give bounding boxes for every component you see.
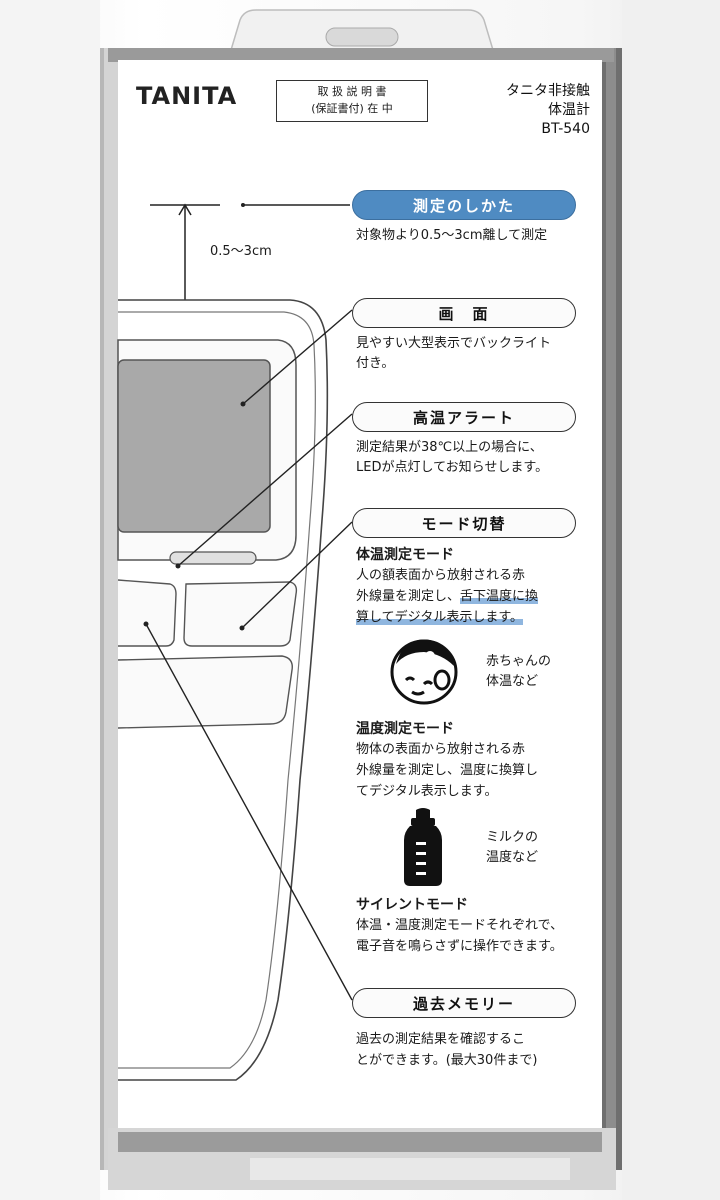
body-mode-text-3a: 算してデジタル表示します。 [356, 610, 524, 625]
baby-caption-1: 赤ちゃんの [486, 654, 552, 669]
body-mode-text-2: 外線量を測定し、舌下温度に換 [356, 587, 539, 607]
model-number: BT-540 [541, 121, 590, 137]
alert-heading: 高温アラート [352, 402, 576, 432]
measure-text: 対象物より0.5～3cm離して測定 [356, 228, 548, 243]
product-name: タニタ非接触 体温計 BT-540 [440, 82, 590, 139]
memory-heading: 過去メモリー [352, 988, 576, 1018]
temp-mode-title: 温度測定モード [356, 721, 454, 737]
body-mode-text-2a: 外線量を測定し、 [356, 589, 461, 604]
silent-mode-text-1: 体温・温度測定モードそれぞれで、 [356, 918, 564, 933]
device-lcd [117, 359, 271, 533]
temp-mode-text-3: てデジタル表示します。 [356, 784, 498, 799]
body-mode-text-1: 人の額表面から放射される赤 [356, 568, 526, 583]
baby-face-icon [390, 639, 458, 705]
body-mode-title: 体温測定モード [356, 547, 454, 563]
brand-logo: TANITA [136, 82, 238, 110]
device-outline [118, 299, 329, 1081]
silent-mode-text-2: 電子音を鳴らさずに操作できます。 [356, 939, 563, 954]
body-mode-text-3: 算してデジタル表示します。 [356, 608, 524, 628]
milk-bottle-icon [404, 808, 442, 886]
body-mode-text-2b: 舌下温度に換 [460, 589, 539, 604]
milk-caption-1: ミルクの [486, 830, 539, 845]
memory-text-2: とができます。(最大30件まで) [356, 1053, 538, 1068]
manual-line-1: 取 扱 説 明 書 [317, 85, 387, 98]
measure-heading: 測定のしかた [352, 190, 576, 220]
milk-caption-2: 温度など [486, 850, 539, 865]
temp-mode-text-1: 物体の表面から放射される赤 [356, 742, 526, 757]
product-name-line-2: 体温計 [548, 102, 590, 118]
temp-mode-text-2: 外線量を測定し、温度に換算し [356, 763, 539, 778]
screen-heading: 画 面 [352, 298, 576, 328]
alert-text-2: LEDが点灯してお知らせします。 [356, 460, 549, 475]
distance-label: 0.5～3cm [210, 244, 272, 259]
alert-text-1: 測定結果が38℃以上の場合に、 [356, 440, 543, 455]
manual-enclosed-box: 取 扱 説 明 書 (保証書付) 在 中 [276, 80, 428, 122]
memory-text-1: 過去の測定結果を確認するこ [356, 1032, 526, 1047]
screen-text-1: 見やすい大型表示でバックライト [356, 336, 552, 351]
manual-line-2: (保証書付) 在 中 [311, 102, 393, 115]
silent-mode-title: サイレントモード [356, 897, 468, 913]
mode-heading: モード切替 [352, 508, 576, 538]
product-name-line-1: タニタ非接触 [506, 83, 590, 99]
screen-text-2: 付き。 [356, 356, 395, 371]
baby-caption-2: 体温など [486, 674, 539, 689]
